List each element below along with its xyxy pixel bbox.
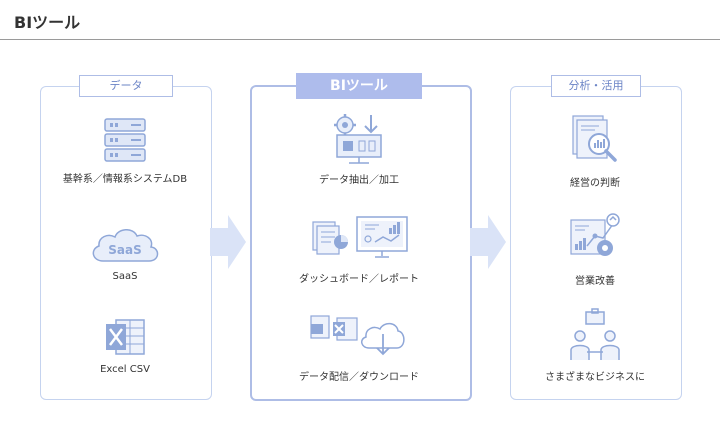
flow-arrow-right-icon xyxy=(210,215,246,269)
data-download-icon xyxy=(310,315,405,356)
management-item: 経営の判断 xyxy=(510,114,680,189)
management-label: 経営の判断 xyxy=(570,178,620,189)
dashboard-item: ダッシュボード／レポート xyxy=(250,214,468,285)
data-panel-tag: データ xyxy=(79,75,173,97)
source-db-label: 基幹系／情報系システムDB xyxy=(62,174,188,185)
extract-label: データ抽出／加工 xyxy=(319,175,399,186)
source-saas-label: SaaS xyxy=(112,271,138,282)
analysis-panel-tag: 分析・活用 xyxy=(551,75,641,97)
bi-tool-panel-tag: BIツール xyxy=(296,73,422,99)
flow-arrow-right-icon xyxy=(470,215,506,269)
source-saas-item: SaaS SaaS xyxy=(40,225,210,282)
growth-chart-icon xyxy=(570,213,620,256)
business-item: さまざまなビジネスに xyxy=(510,308,680,383)
source-excel-item: Excel CSV xyxy=(40,316,210,375)
business-people-icon xyxy=(570,308,620,360)
data-extract-icon xyxy=(334,114,382,164)
dashboard-icon xyxy=(312,216,408,258)
delivery-label: データ配信／ダウンロード xyxy=(299,372,419,383)
source-db-item: 基幹系／情報系システムDB xyxy=(40,116,210,185)
analysis-report-icon xyxy=(572,115,617,162)
sales-improve-label: 営業改善 xyxy=(575,276,615,287)
dashboard-label: ダッシュボード／レポート xyxy=(299,274,419,285)
title-divider xyxy=(0,39,720,40)
extract-item: データ抽出／加工 xyxy=(250,113,468,186)
sales-improve-item: 営業改善 xyxy=(510,210,680,287)
page-title: BIツール xyxy=(14,13,81,32)
cloud-icon: SaaS xyxy=(92,229,159,262)
delivery-item: データ配信／ダウンロード xyxy=(250,312,468,383)
excel-icon xyxy=(106,319,145,355)
source-excel-label: Excel CSV xyxy=(100,364,150,375)
business-label: さまざまなビジネスに xyxy=(545,372,645,383)
saas-cloud-text: SaaS xyxy=(108,243,141,257)
server-icon xyxy=(104,118,146,162)
